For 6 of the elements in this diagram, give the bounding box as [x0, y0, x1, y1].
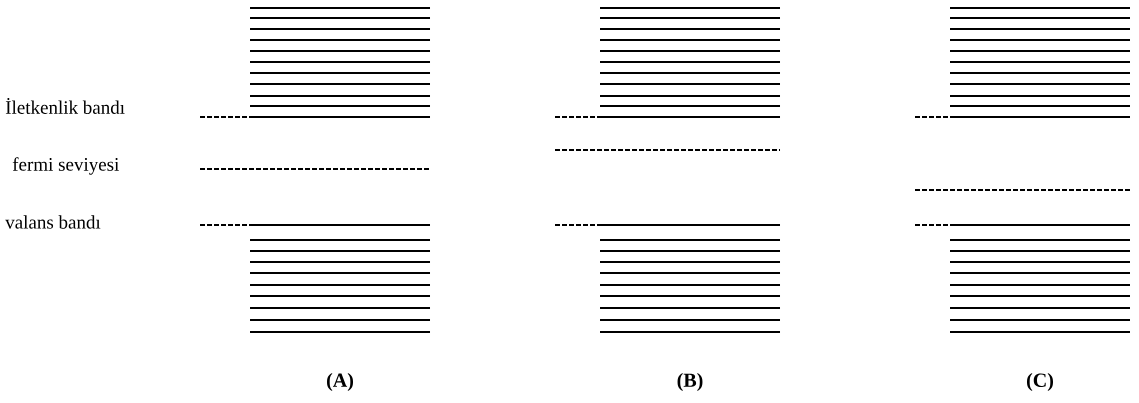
panel-label: (C) — [1027, 372, 1053, 392]
band-label: fermi seviyesi — [12, 157, 119, 175]
panel-label: (A) — [327, 372, 353, 392]
band-label: İletkenlik bandı — [5, 98, 125, 114]
band-label: valans bandı — [5, 215, 101, 229]
panel-label: (B) — [677, 372, 703, 392]
